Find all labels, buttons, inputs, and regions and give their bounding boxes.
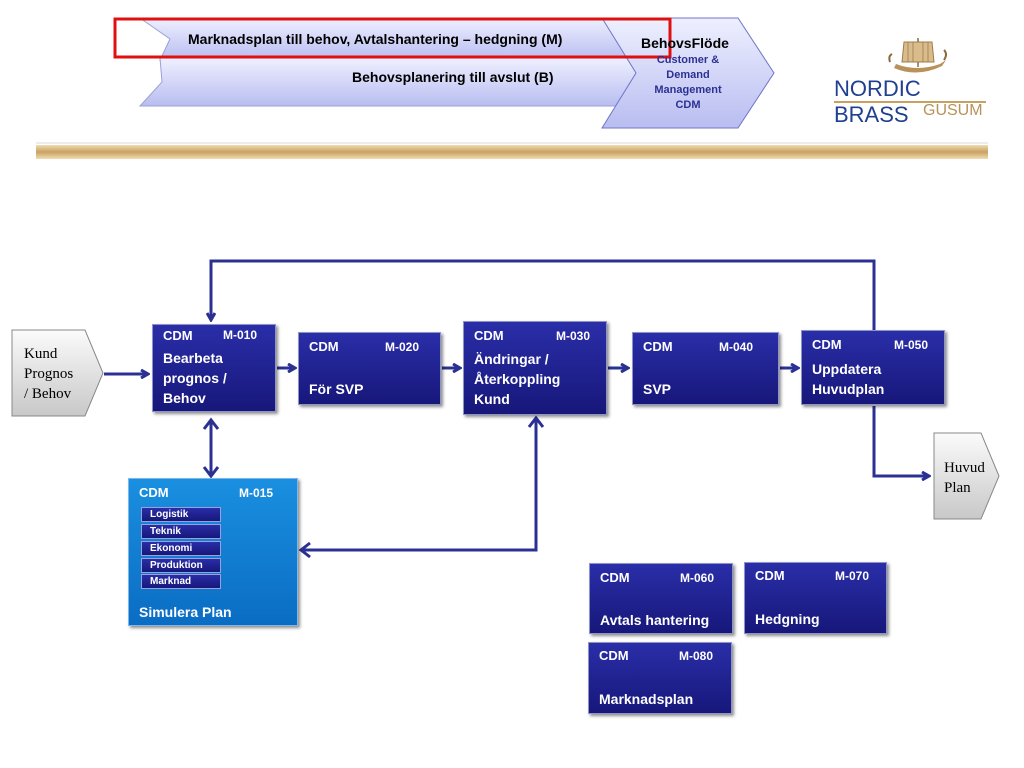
box-code: M-020: [385, 340, 420, 354]
highlight-frame: [113, 17, 672, 59]
input-kund-prognos: Kund Prognos / Behov: [24, 344, 73, 404]
box-label-line: Kund: [474, 391, 510, 407]
box-label: Ändringar / Återkoppling Kund: [474, 349, 560, 409]
sim-item-teknik[interactable]: Teknik: [141, 524, 221, 539]
box-label: Uppdatera Huvudplan: [812, 359, 884, 399]
logo-line2: GUSUM: [923, 102, 983, 119]
chevron-subtitle: Customer & Demand Management CDM: [638, 53, 738, 113]
box-code: M-010: [223, 328, 258, 342]
chevron-shape: [601, 17, 775, 129]
box-label-line: Uppdatera: [812, 361, 882, 377]
process-box-m050[interactable]: CDM M-050 Uppdatera Huvudplan: [801, 330, 945, 405]
sim-label: Simulera Plan: [139, 604, 232, 620]
sim-code: M-015: [239, 486, 274, 500]
process-box-m040[interactable]: CDM M-040 SVP: [632, 332, 779, 405]
output-huvud-plan: Huvud Plan: [944, 458, 985, 498]
box-code: M-060: [680, 571, 715, 585]
box-label-line: Hedgning: [755, 611, 820, 627]
input-right-shape: [933, 432, 1000, 520]
box-label: Hedgning: [755, 609, 820, 629]
input-left-line: Kund: [24, 346, 58, 362]
box-code: M-030: [556, 329, 591, 343]
box-code: M-050: [894, 338, 929, 352]
box-label-line: prognos /: [163, 370, 227, 386]
box-cdm-label: CDM: [600, 570, 630, 585]
box-label-line: Huvudplan: [812, 381, 885, 397]
process-box-m010[interactable]: CDM M-010 Bearbeta prognos / Behov: [152, 324, 276, 412]
box-label: För SVP: [309, 379, 363, 399]
box-label-line: Bearbeta: [163, 350, 223, 366]
box-label-line: SVP: [643, 381, 672, 397]
box-label-line: Återkoppling: [474, 371, 561, 387]
chevron-sub-line: Customer &: [656, 54, 720, 66]
logo-line1: NORDIC BRASS: [834, 76, 921, 127]
box-label: SVP: [643, 379, 671, 399]
sim-item-logistik[interactable]: Logistik: [141, 507, 221, 522]
sim-item-marknad[interactable]: Marknad: [141, 574, 221, 589]
banner-bottom-title: Behovsplanering till avslut (B): [352, 69, 554, 85]
sim-item-produktion[interactable]: Produktion: [141, 558, 221, 573]
gold-divider: [36, 145, 988, 159]
box-label-line: Behov: [163, 390, 206, 406]
chevron-title: BehovsFlöde: [641, 35, 729, 51]
box-label-line: Ändringar /: [474, 351, 549, 367]
box-label-line: Marknadsplan: [599, 691, 694, 707]
process-box-m020[interactable]: CDM M-020 För SVP: [298, 332, 441, 405]
box-cdm-label: CDM: [163, 328, 193, 343]
box-label: Avtals hantering: [600, 610, 709, 630]
box-cdm-label: CDM: [643, 339, 673, 354]
process-box-m080[interactable]: CDM M-080 Marknadsplan: [588, 642, 732, 714]
process-box-m060[interactable]: CDM M-060 Avtals hantering: [589, 563, 733, 634]
input-right-line: Huvud: [944, 460, 985, 476]
input-left-shape: [11, 329, 104, 417]
box-cdm-label: CDM: [599, 648, 629, 663]
box-cdm-label: CDM: [474, 328, 504, 343]
box-cdm-label: CDM: [755, 568, 785, 583]
box-cdm-label: CDM: [309, 339, 339, 354]
box-code: M-040: [719, 340, 754, 354]
chevron-sub-line: Demand: [666, 69, 710, 81]
process-box-m070[interactable]: CDM M-070 Hedgning: [744, 562, 887, 634]
box-label: Marknadsplan: [599, 689, 693, 709]
box-label-line: Avtals hantering: [600, 612, 710, 628]
box-code: M-070: [835, 569, 870, 583]
box-label: Bearbeta prognos / Behov: [163, 348, 227, 408]
box-cdm-label: CDM: [812, 337, 842, 352]
sim-cdm-label: CDM: [139, 485, 169, 500]
sim-item-ekonomi[interactable]: Ekonomi: [141, 541, 221, 556]
viking-ship-icon: [888, 38, 947, 73]
chevron-sub-line: CDM: [675, 99, 701, 111]
input-left-line: / Behov: [24, 386, 72, 402]
input-left-line: Prognos: [24, 366, 74, 382]
company-logo: NORDIC BRASS GUSUM: [832, 34, 992, 127]
input-right-line: Plan: [944, 480, 971, 496]
box-code: M-080: [679, 649, 714, 663]
process-box-m030[interactable]: CDM M-030 Ändringar / Återkoppling Kund: [463, 321, 607, 415]
chevron-sub-line: Management: [654, 84, 722, 96]
box-label-line: För SVP: [309, 381, 364, 397]
simulate-plan-box[interactable]: CDM M-015 Logistik Teknik Ekonomi Produk…: [128, 478, 298, 626]
banner-top-title: Marknadsplan till behov, Avtalshantering…: [188, 31, 563, 47]
